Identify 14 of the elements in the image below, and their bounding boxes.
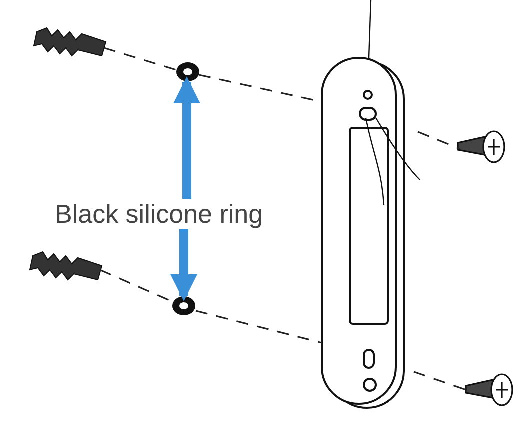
mounting-plate-drawing: [321, 0, 421, 409]
arrow: [174, 76, 200, 199]
dashed-line: [196, 310, 322, 344]
wall-anchor-drawing: [33, 27, 107, 57]
wall-anchor-drawing: [29, 251, 103, 281]
arrow: [170, 229, 198, 302]
screw-drawing: [465, 374, 514, 406]
ring-drawing: [172, 296, 196, 316]
dashed-line: [418, 131, 460, 150]
dashed-line: [414, 371, 466, 391]
screw-drawing: [457, 130, 506, 164]
dashed-line: [104, 47, 176, 71]
ring-drawing: [176, 62, 200, 82]
part-label: Black silicone ring: [55, 199, 264, 229]
